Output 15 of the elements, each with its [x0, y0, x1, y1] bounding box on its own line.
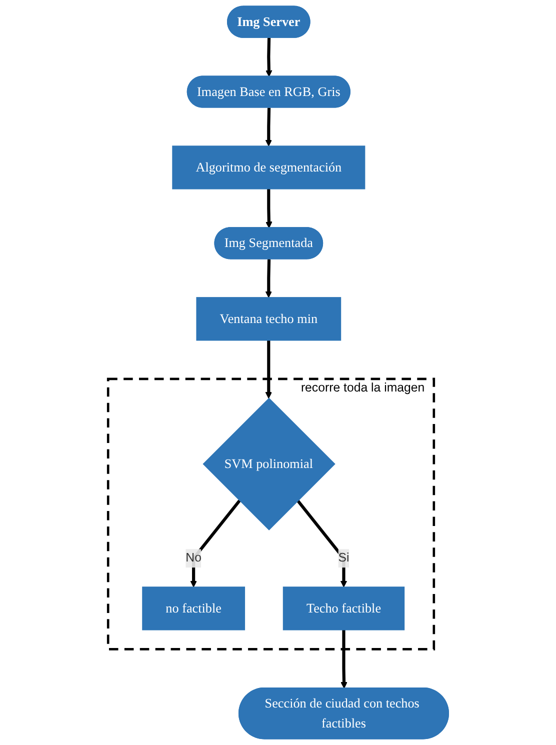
arrow [265, 188, 272, 228]
arrow [265, 38, 272, 77]
node-box: Techo factible [282, 586, 404, 630]
arrow [264, 340, 272, 399]
edge-label: No [185, 551, 202, 565]
arrow [296, 500, 347, 588]
node-box: no factible [142, 586, 245, 630]
arrow [340, 630, 348, 689]
node-box: Algoritmo de segmentación [172, 146, 365, 190]
node-box: Ventana techo min [196, 297, 341, 341]
edge-label: Si [338, 551, 349, 565]
arrow [264, 259, 272, 298]
node-diamond: SVM polinomial [202, 398, 335, 530]
arrow [190, 500, 240, 588]
arrow [264, 108, 272, 146]
